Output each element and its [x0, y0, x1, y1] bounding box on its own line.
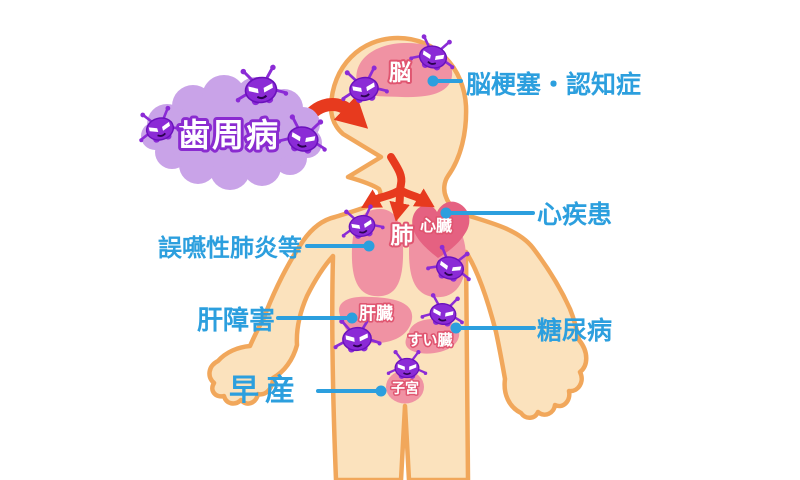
connector-liver-damage [276, 312, 358, 324]
connector-premature-birth [316, 385, 387, 397]
organ-label-liver: 肝臓 [359, 304, 393, 324]
connector-brain-disease [427, 75, 463, 87]
label-brain-disease: 脳梗塞・認知症 [466, 70, 641, 99]
connector-aspiration-pneumonia [305, 240, 375, 252]
label-diabetes: 糖尿病 [537, 316, 612, 345]
organ-label-pancreas: すい臓 [407, 331, 452, 349]
red-arrow-branch-right [396, 186, 435, 208]
connector-diabetes [450, 322, 536, 334]
organ-label-heart: 心臓 [420, 216, 452, 235]
organ-label-uterus: 子宮 [391, 380, 419, 397]
cloud-label: 歯周病 [178, 116, 280, 154]
organ-heart [412, 201, 470, 258]
organ-uterus [386, 370, 424, 404]
label-heart-disease: 心疾患 [537, 200, 612, 229]
organ-pancreas [405, 319, 460, 354]
connector-heart-disease [440, 207, 535, 219]
label-premature-birth: 早産 [229, 373, 301, 408]
organ-label-lung: 肺 [391, 223, 414, 249]
organ-label-brain: 脳 [389, 61, 411, 86]
label-aspiration-pneumonia: 誤嚥性肺炎等 [158, 234, 302, 262]
label-liver-damage: 肝障害 [197, 305, 275, 336]
red-arrow-throat [387, 153, 406, 194]
